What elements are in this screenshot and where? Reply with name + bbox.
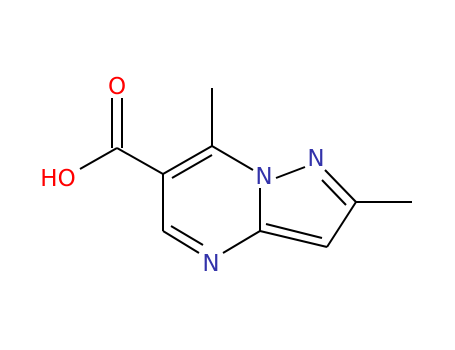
bond-c6-c7-inner: [171, 154, 213, 179]
bond-n2-c2: [324, 169, 357, 203]
atom-label-oxygen-carbonyl: O: [108, 74, 126, 100]
bond-c5-n4: [162, 230, 200, 254]
bond-c6-c7: [162, 145, 213, 175]
bond-c5-n4-inner: [170, 225, 204, 246]
atom-label-n2-pyrazole: N: [307, 146, 324, 172]
bond-c3-c3a-inner: [265, 223, 323, 239]
bond-c7-n1: [211, 145, 254, 171]
atom-label-n1-bridgehead: N: [255, 164, 272, 190]
bond-n1-n2: [275, 166, 306, 179]
bond-c6-ccooh: [116, 147, 164, 175]
bond-c2-c3: [326, 201, 357, 248]
bond-n4-c3a: [222, 230, 261, 254]
bond-c3-c3a: [259, 230, 328, 248]
atom-label-n4-pyrimidine: N: [202, 251, 219, 277]
bond-c-oh: [79, 147, 118, 170]
atom-label-hydroxyl: HO: [40, 166, 75, 192]
bond-n2-c2-inner: [321, 179, 347, 206]
